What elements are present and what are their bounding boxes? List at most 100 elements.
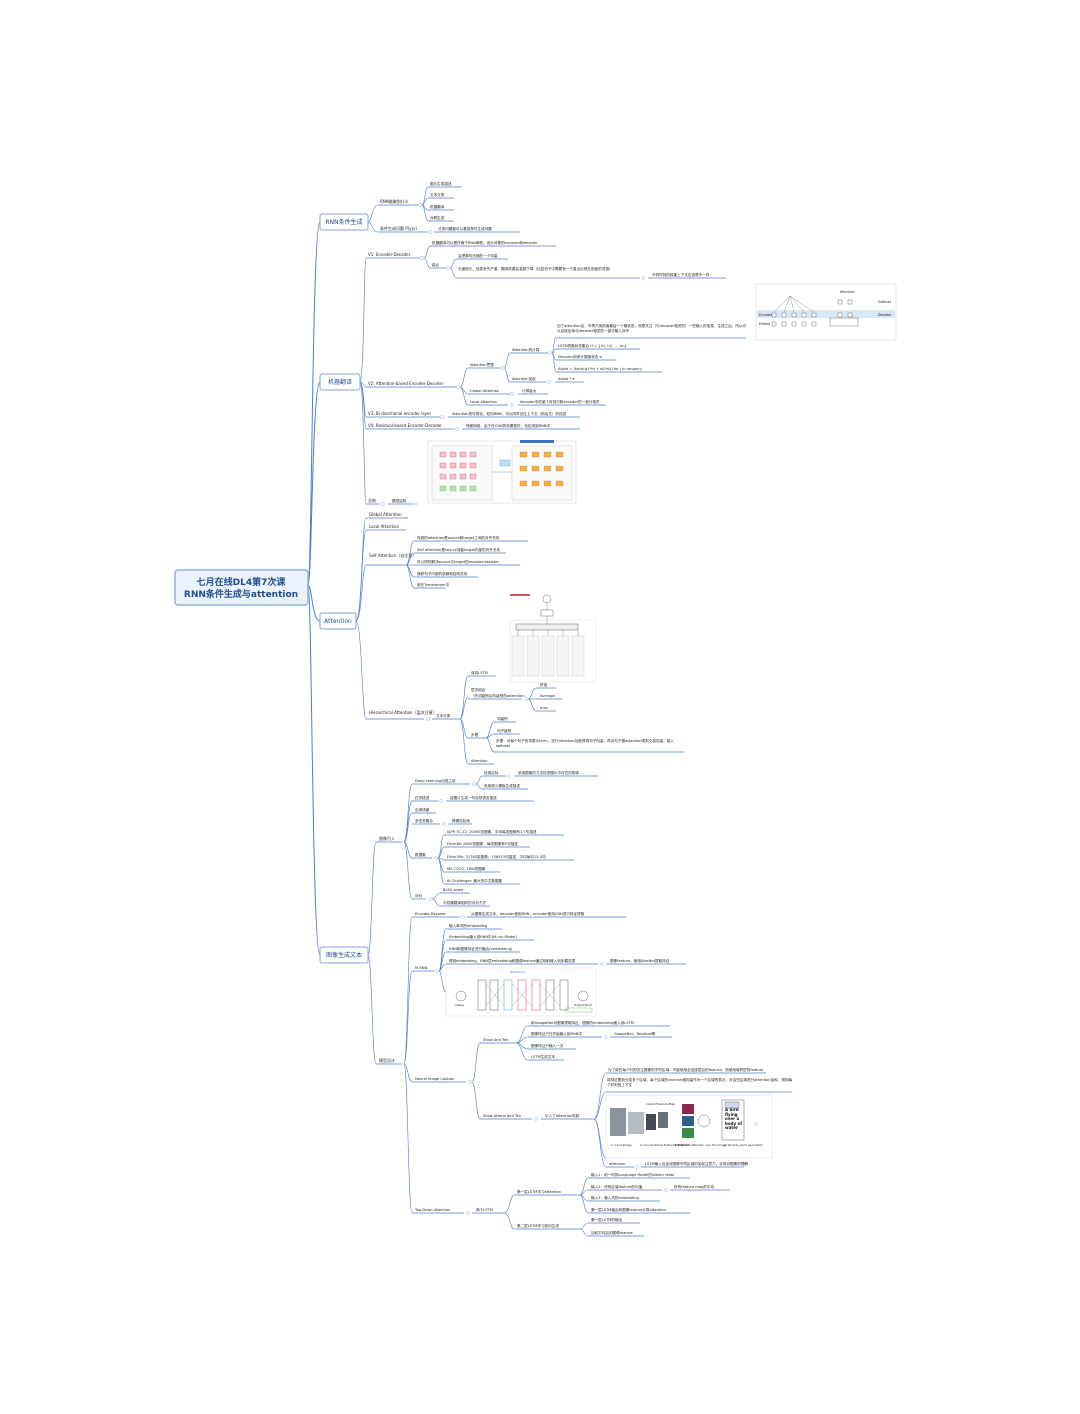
node-cap-app[interactable]: 应用场景 [412,807,436,814]
node-cap-saat-x[interactable]: 引入了attention机制 [541,1113,594,1120]
node-cap-model[interactable]: 模型设计 [376,1057,402,1065]
node-cap-dl1[interactable]: 检测目标 [482,770,506,777]
node-mt-v1-b[interactable]: 缺点 [430,262,446,269]
node-mt-v5[interactable]: 总结 [366,497,380,505]
leaf-cap-app-sub[interactable]: 多任务融合 [412,818,440,825]
node-cap-tda-x[interactable]: 两个LSTM [472,1207,504,1214]
node-cap-saat[interactable]: Show Attend and Tell [480,1114,532,1120]
leaf-mt-v2-a1-3[interactable]: Decoder用来计算隐状态 si [556,354,616,361]
leaf-mt-v2-a2-1[interactable]: Alpha * a [555,377,584,383]
leaf-cap-data2[interactable]: Flickr8k: 8000张图像，每张图像有5句描述 [444,841,530,848]
leaf-mt-v2-a1-4[interactable]: Alpha = (tanh(w1*hj + w2*si)) for j in r… [556,367,662,373]
leaf-att-h-t3-3[interactable]: 步骤：对每个句子的词表示term，进行attention加权得到句子向量，再对句… [494,739,684,753]
leaf-cap-saat2[interactable]: 将特征图划分成多个区域，每个区域的channel维向量作为一个区域的表示，对这些… [606,1078,793,1093]
leaf-att-h-t2-1[interactable]: 拼接 [536,682,556,689]
leaf-cap-mrnn4[interactable]: 得到embedding，RNN层embedding和图像feature通过映射输… [446,958,598,965]
leaf-mt-v3-1[interactable]: Attention的可视化，双向RNN，可以同时记住上下文（前后文）的信息 [448,411,580,418]
node-cap-intro[interactable]: 图像引入 [376,835,402,843]
leaf-cap-ed1[interactable]: 从图像生成文本，decoder使用RNN，encoder使用CNN进行特征提取 [467,911,626,918]
node-cap-nic[interactable]: Neural Image Caption [412,1077,466,1083]
node-cap-ed[interactable]: Encoder-Decoder [412,912,460,918]
leaf-cap-mrnn4x[interactable]: 图像feature，使用AlexNet提取特征 [606,958,686,965]
node-cap-task[interactable]: 任务描述 [412,795,438,802]
node-att-h-t2[interactable]: 层次组合 （先词级别后句级别的attention） [468,687,527,700]
node-mt-v2-c[interactable]: Local Attention [468,400,508,406]
root-node[interactable]: 七月在线DL4第7次课 RNN条件生成与attention [174,569,309,606]
node-att-global[interactable]: Global Attention [366,512,408,519]
leaf-att-s3[interactable]: 可以同时解决source与target的encoder-decoder [414,559,520,566]
leaf-mt-v4-1[interactable]: 残差网络，由于在CNN的效果很好，也应用到RNN中 [462,423,580,430]
leaf-cap-sat2[interactable]: 图像特征只在开始输入到RNN中 [528,1031,602,1038]
leaf-mt-v2-a1-1[interactable]: 加了attention后，不再只用前面最后一个隐状态，而是关注（与decoder… [556,324,747,339]
leaf-mt-v2-a1-2[interactable]: LSTM的隐状态集合 H = {h1, h2, ..., hn} [556,343,640,350]
leaf-cap-saat3x[interactable]: LSTM输入包含对图像不同区域的加权注意力，实现对图像的理解 [641,1161,748,1168]
leaf-att-h-t2-3[interactable]: max [536,706,556,712]
leaf-cap-tda2-1[interactable]: 第一层LSTM的输出 [588,1217,640,1224]
leaf-mt-v1-b2x[interactable]: 不同时刻的权重上下文应该是不一样 [648,272,726,279]
node-cap-sat[interactable]: Show And Tell [480,1038,516,1044]
node-att-h-t1[interactable]: 双向LSTM [468,670,496,677]
leaf-cap-mrnn2[interactable]: Embedding输入到RNN中(M-rnn Model) [446,934,534,941]
node-mt-v2-a1[interactable]: Attention的计算 [510,347,548,354]
node-rnn-b1[interactable]: RNN能做到什么 [378,198,418,206]
leaf-cap-mrnn3[interactable]: RNN和图像特征进行融合(embedding) [446,946,520,953]
node-mt-v2-a[interactable]: Attention思想 [468,362,500,369]
topic-mt[interactable]: 机器翻译 [319,373,361,391]
topic-rnn[interactable]: RNN条件生成 [319,213,369,231]
node-att-self[interactable]: Self Attention（自注意） [366,552,416,566]
leaf-att-s4[interactable]: 捕获句子内部的依赖和结构关系 [414,571,478,578]
leaf-cap-sat1[interactable]: 用GoogleNet对图像提取特征，图像的embedding输入到LSTM [528,1020,670,1027]
leaf-rnn-1[interactable]: 图片生成描述 [428,181,462,188]
leaf-cap-tda2-2[interactable]: 加权平均后的图像feature [588,1230,644,1237]
leaf-mt-v5-1[interactable]: 模型结构 [388,498,414,505]
node-att-hier[interactable]: Hierarchical Attention（层次注意） [366,709,437,720]
leaf-att-h-t3-2[interactable]: 句子级别 [494,728,520,735]
node-att-h-t3[interactable]: 步骤 [468,732,486,739]
leaf-rnn-b2-1[interactable]: 分类问题都可以看成条件生成问题 [434,226,520,233]
node-cap-data[interactable]: 数据集 [412,852,432,859]
leaf-cap-tda1-2[interactable]: 输入2：所有区域feature的均值 [588,1184,662,1191]
leaf-cap-task1[interactable]: 给图片生成一句自然语言描述 [446,795,534,802]
node-rnn-b2[interactable]: 条件生成问题 P(y|x) [378,225,428,233]
node-cap-saat3[interactable]: attention [606,1162,634,1168]
leaf-mt-v1-b1[interactable]: 会把源句压缩在一个向量 [456,253,508,260]
node-cap-tda2[interactable]: 第二层LSTM学习如何生成 [514,1223,580,1230]
node-cap-eval[interactable]: 评价 [412,893,426,900]
leaf-mt-v1-a[interactable]: 机器翻译可以看作两个RNN串联，设计对等的encoder和decoder [430,240,556,247]
leaf-rnn-2[interactable]: 文本分类 [428,192,454,199]
leaf-att-s1[interactable]: 传统的attention是source和target之间的对齐关系 [414,535,528,542]
leaf-cap-sat4[interactable]: LSTM生成文本 [528,1054,564,1061]
leaf-mt-v2-b1[interactable]: 计算量大 [518,388,548,395]
leaf-att-s5[interactable]: 用在Transformer中 [414,582,450,589]
node-mt-v2-b[interactable]: Global Attention [468,389,510,395]
leaf-cap-eval1[interactable]: BLEU score [440,888,470,894]
leaf-mt-v1-b2[interactable]: 长度较长，信息丢失严重，翻译效果会急剧下降（比如句子中需要有一个重点出现在前面的… [456,266,640,279]
leaf-cap-saat1[interactable]: 为了能在每个时刻关注图像的不同区域，不能使用全连接层后的feature，而使用卷… [606,1067,766,1074]
topic-attention[interactable]: Attention [319,612,357,630]
leaf-att-h-t2-2[interactable]: Average [536,694,562,700]
node-mt-v2[interactable]: V2: Attention-based Encoder-Decoder [366,381,456,388]
leaf-att-s2[interactable]: Self attention是source或者target内部的对齐关系 [414,547,506,554]
leaf-cap-data4[interactable]: MS COCO: 16W张图像 [444,866,500,873]
node-cap-tda1[interactable]: 第一层LSTM学习attention [514,1189,580,1196]
node-att-h-t[interactable]: 文本分类 [432,713,460,720]
node-cap-dl[interactable]: Deep Learning出现之前 [412,778,470,785]
node-mt-v2-a2[interactable]: Attention加权 [510,376,546,383]
leaf-mt-v2-c1[interactable]: decoder中的某个时刻只和encoder的一部分相关 [518,399,606,406]
leaf-cap-data5[interactable]: AI Challenger: 最大的中文数据集 [444,878,520,885]
node-cap-mrnn[interactable]: M-RNN [412,966,434,972]
node-mt-v1[interactable]: V1: Encoder-Decoder [366,252,420,259]
topic-caption[interactable]: 图像生成文本 [319,946,369,964]
leaf-rnn-3[interactable]: 机器翻译 [428,204,454,211]
leaf-cap-data1[interactable]: IAPR TC-12: 20000张图像，平均每张图像有1.7句描述 [444,829,564,836]
leaf-cap-mrnn1[interactable]: 输入单词的embedding [446,923,502,930]
leaf-rnn-4[interactable]: 对联生成 [428,215,454,222]
leaf-cap-tda1-1[interactable]: 输入1：前一时刻Language Model的hidden state [588,1172,690,1179]
node-mt-v3[interactable]: V3: Bi-directional encoder layer [366,411,440,418]
leaf-cap-tda1-2x[interactable]: 所有feature map的平均 [670,1184,730,1191]
node-mt-v4[interactable]: V4: Residual-based Encoder-Decoder [366,423,454,430]
node-cap-tda[interactable]: Top-Down Attention [412,1208,464,1214]
leaf-cap-tda1-3[interactable]: 输入3：输入词的embedding [588,1195,660,1202]
leaf-cap-dl2[interactable]: 采用语义模板生成描述 [482,783,528,790]
leaf-cap-eval2[interactable]: 与机器翻译相同的评价方式 [440,900,490,907]
